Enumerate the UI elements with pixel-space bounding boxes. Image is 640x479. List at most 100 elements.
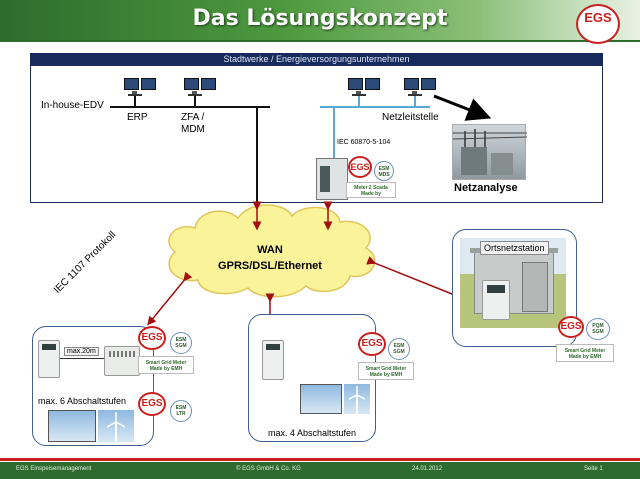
netzleitstelle-pc-monitor — [348, 78, 363, 90]
left-site-control-unit — [104, 346, 140, 376]
left-site-stages-label: max. 6 Abschaltstufen — [38, 396, 127, 406]
gateway-tag-text-1: Meter 2 Scada — [354, 185, 388, 191]
left-site-control-terminals — [109, 351, 135, 357]
left-site-solar-image — [48, 410, 96, 442]
netzanalyse-label: Netzanalyse — [454, 182, 518, 194]
wind-blade-2 — [106, 421, 117, 428]
netzleitstelle-pc2-base — [408, 94, 422, 96]
ortsnetz-label: Ortsnetzstation — [480, 241, 549, 255]
transformer-body-2 — [491, 153, 513, 175]
erp-pc-base — [128, 94, 142, 96]
left-site-esm-seal-top: ESM SGM — [170, 332, 192, 354]
zfa-pc-monitor — [184, 78, 199, 90]
middle-site-egs-seal: EGS — [358, 332, 386, 356]
left-site-meter-display — [42, 344, 56, 350]
middle-site-stages-label: max. 4 Abschaltstufen — [268, 428, 357, 438]
left-site-smart-text-2: Made by EMH — [149, 366, 183, 372]
gateway-esm-seal: ESM MDS — [374, 161, 394, 181]
zfa-pc-monitor-2 — [201, 78, 216, 90]
left-site-egs-seal-top: EGS — [138, 326, 166, 350]
left-site-seal-bottom-text-2: LTR — [176, 411, 186, 417]
middle-site-smart-text-1: Smart Grid Meter — [365, 366, 407, 372]
ortsnetz-smart-tag: Smart Grid Meter Made by EMH — [556, 344, 614, 362]
netzleitstelle-connector — [358, 96, 360, 107]
wan-title: WAN — [257, 244, 283, 256]
middle-wind-blade-2 — [348, 394, 358, 400]
erp-pc-stand — [132, 91, 137, 94]
netzleitstelle-pc-base — [352, 94, 366, 96]
left-site-esm-seal-bottom: ESM LTR — [170, 400, 192, 422]
transformer-body — [461, 147, 487, 175]
zfa-label-2: MDM — [181, 124, 205, 135]
netzleitstelle-pc2-monitor-2 — [421, 78, 436, 90]
left-site-wind-image — [98, 410, 134, 442]
middle-wind-blade-3 — [356, 394, 366, 400]
inhouse-network-line — [110, 106, 270, 108]
middle-site-solar-image — [300, 384, 342, 414]
ortsnetz-egs-seal: EGS — [558, 316, 584, 338]
iec-60870-label: IEC 60870-5-104 — [337, 139, 391, 146]
wind-blade-3 — [115, 421, 126, 428]
netzleitstelle-network-line — [320, 106, 430, 108]
gateway-ports — [320, 166, 330, 192]
arrow-wan-left-site — [147, 271, 193, 326]
left-site-seal-bottom-text-1: ESM — [175, 405, 187, 411]
zfa-pc-base — [188, 94, 202, 96]
footer-date: 24.01.2012 — [412, 466, 443, 472]
erp-connector — [134, 96, 136, 107]
ortsnetz-smart-text-2: Made by EMH — [568, 354, 602, 360]
gateway-seal-text-1: ESM — [378, 166, 390, 172]
power-line-2 — [452, 136, 528, 140]
stadtwerke-header: Stadtwerke / Energieversorgungsunternehm… — [30, 53, 603, 66]
title-bar — [0, 0, 640, 40]
gateway-seal-text-2: MDS — [378, 172, 390, 178]
footer-company: EGS Einspeisemanagement — [16, 466, 92, 472]
footer-page: Seite 1 — [584, 466, 603, 472]
middle-site-seal-text-1: ESM — [393, 343, 405, 349]
left-site-seal-top-text-2: SGM — [175, 343, 187, 349]
middle-site-smart-tag: Smart Grid Meter Made by EMH — [358, 362, 414, 380]
left-site-smart-text-1: Smart Grid Meter — [145, 360, 187, 366]
inhouse-edv-label: In-house-EDV — [41, 100, 104, 111]
ortsnetz-meter-display — [487, 285, 505, 293]
zfa-connector — [194, 96, 196, 107]
wind-turbine-drawing — [106, 412, 126, 442]
middle-site-meter — [262, 340, 284, 380]
netzleitstelle-pc2-connector — [414, 96, 416, 107]
substation-image — [452, 124, 528, 180]
erp-pc-monitor — [124, 78, 139, 90]
gateway-tag: Meter 2 Scada Made by — [346, 182, 396, 198]
left-site-egs-seal-bottom: EGS — [138, 392, 166, 416]
footer-bar — [0, 462, 640, 479]
ortsnetz-door — [522, 262, 548, 312]
gateway-egs-seal: EGS — [348, 156, 372, 178]
wan-subtitle: GPRS/DSL/Ethernet — [218, 260, 322, 272]
netzleitstelle-pc2-stand — [412, 91, 417, 94]
left-site-distance-label: max.20m — [64, 347, 99, 356]
zfa-pc-stand — [192, 91, 197, 94]
middle-wind-turbine-drawing — [348, 386, 366, 414]
ortsnetz-seal-text-2: SGM — [592, 329, 604, 335]
erp-label: ERP — [127, 112, 148, 123]
netzleitstelle-pc-monitor-2 — [365, 78, 380, 90]
wan-cloud — [168, 204, 376, 298]
page-title: Das Lösungskonzept — [192, 6, 448, 31]
middle-site-wind-image — [344, 384, 370, 414]
middle-site-seal-text-2: SGM — [393, 349, 405, 355]
middle-site-meter-display — [266, 344, 280, 350]
middle-site-smart-text-2: Made by EMH — [369, 372, 403, 378]
substation-drawing — [452, 129, 528, 175]
gateway-uplink-line — [333, 106, 335, 158]
erp-pc-monitor-2 — [141, 78, 156, 90]
egs-logo-text: EGS — [584, 10, 612, 25]
ortsnetz-seal-text-1: PQM — [592, 323, 604, 329]
netzleitstelle-label: Netzleitstelle — [382, 112, 439, 123]
ortsnetz-pqm-seal: PQM SGM — [586, 318, 610, 340]
inhouse-uplink-line — [256, 106, 258, 202]
left-site-distance-line — [60, 358, 104, 359]
zfa-label-1: ZFA / — [181, 112, 205, 123]
ortsnetz-meter — [482, 280, 510, 320]
left-site-meter — [38, 340, 60, 378]
title-divider — [0, 40, 640, 42]
